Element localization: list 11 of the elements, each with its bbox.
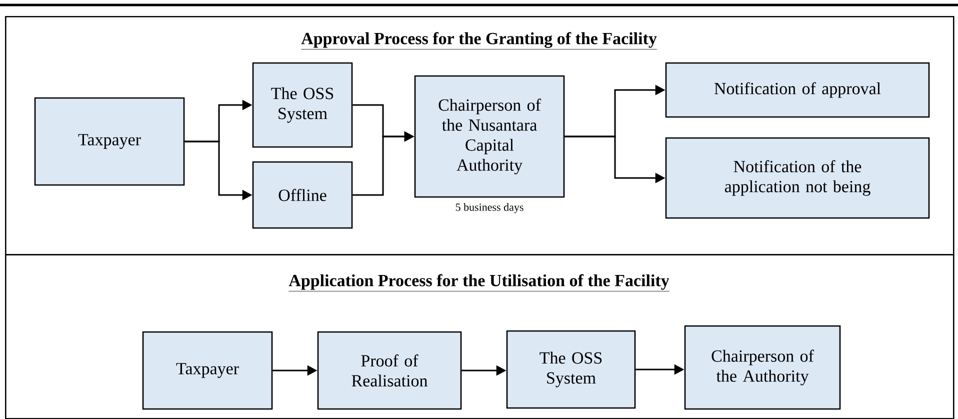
process-box: Notification of the application not being [665, 137, 930, 219]
process-box: Notification of approval [665, 62, 930, 118]
process-box: Offline [252, 161, 353, 229]
process-box: Chairperson of the Authority [684, 325, 841, 410]
process-box: The OSS System [506, 330, 636, 409]
process-box: Chairperson of the Nusantara Capital Authority [414, 75, 565, 198]
process-box: Taxpayer [34, 97, 185, 186]
process-box: Taxpayer [142, 331, 273, 410]
process-box: Proof of Realisation [317, 331, 462, 410]
duration-label: 5 business days [456, 203, 524, 214]
process-box: The OSS System [252, 62, 353, 148]
